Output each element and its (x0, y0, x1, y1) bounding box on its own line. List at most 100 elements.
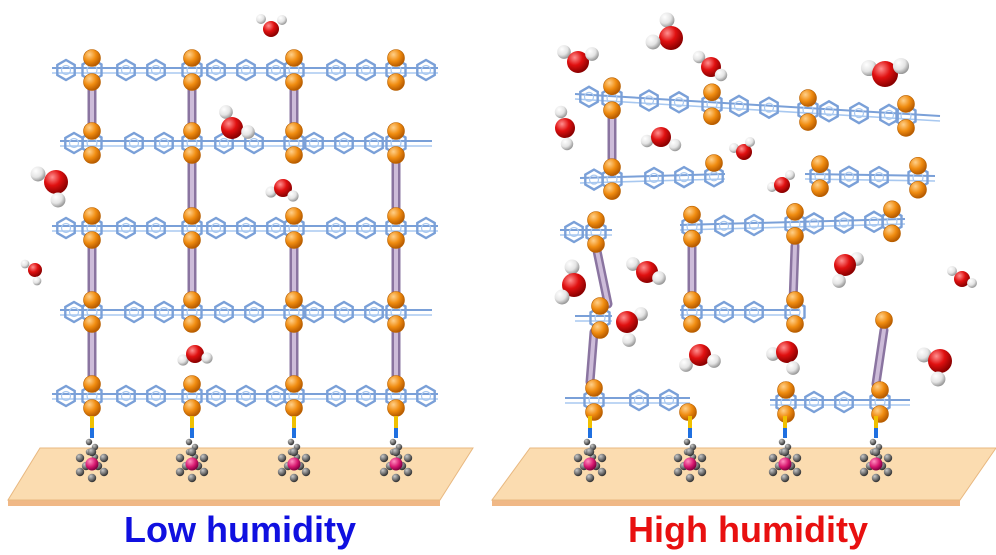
metal-atom (591, 297, 609, 315)
metal-atom (183, 315, 201, 333)
surface-anchor (673, 416, 707, 483)
hydrogen-atom (241, 125, 255, 139)
metal-atom (811, 179, 829, 198)
surface-anchor (75, 416, 109, 483)
oxygen-atom (659, 26, 683, 50)
substrate (7, 447, 474, 501)
substrate-side (492, 500, 960, 506)
metal-atom (786, 227, 804, 245)
metal-atom (591, 321, 609, 339)
water-molecule (692, 50, 728, 82)
hydrogen-atom (622, 333, 636, 347)
metal-atom (603, 77, 621, 96)
surface-anchor (175, 416, 209, 483)
hydrogen-atom (265, 186, 277, 198)
metal-atom (909, 180, 927, 199)
water-molecule (645, 12, 683, 50)
water-molecule (679, 344, 721, 372)
metal-atom (799, 89, 817, 107)
metal-atom (387, 73, 405, 91)
water-molecule (265, 179, 299, 202)
metal-atom (83, 315, 101, 333)
hydrogen-atom (707, 354, 721, 368)
hydrogen-atom (32, 276, 42, 286)
oxygen-atom (274, 179, 292, 197)
hydrogen-atom (560, 137, 574, 151)
metal-atom (285, 207, 303, 225)
hydrogen-atom (714, 68, 728, 82)
oxygen-atom (689, 344, 711, 366)
oxygen-atom (651, 127, 671, 147)
metal-atom (777, 381, 795, 399)
hydrogen-atom (947, 266, 957, 276)
metal-atom (183, 73, 201, 91)
linker-sheet (804, 155, 936, 199)
water-molecule (640, 127, 682, 152)
metal-atom (883, 224, 901, 243)
oxygen-atom (28, 263, 42, 277)
metal-atom (183, 146, 201, 164)
metal-atom (83, 146, 101, 164)
hydrogen-atom (832, 274, 846, 288)
metal-atom (786, 315, 804, 333)
hydrogen-atom (679, 358, 693, 372)
linker-sheet (560, 211, 612, 253)
metal-atom (786, 291, 804, 309)
water-molecule (832, 252, 864, 288)
metal-atom (799, 113, 817, 131)
metal-atom (83, 207, 101, 225)
high-humidity-panel (491, 77, 996, 506)
oxygen-atom (44, 170, 68, 194)
metal-atom (703, 83, 721, 102)
metal-atom (587, 211, 605, 229)
metal-atom (285, 73, 303, 91)
water-molecule (860, 57, 910, 87)
anchor-metal-atom (869, 457, 883, 471)
metal-atom (883, 200, 901, 219)
hydrogen-atom (50, 192, 66, 208)
metal-atom (603, 182, 621, 200)
low-humidity-label: Low humidity (124, 509, 356, 550)
metal-atom (387, 49, 405, 67)
oxygen-atom (736, 144, 752, 160)
metal-atom (183, 231, 201, 249)
water-molecule (20, 259, 42, 286)
water-molecule (557, 45, 599, 73)
metal-atom (387, 375, 405, 393)
anchor-metal-atom (778, 457, 792, 471)
water-molecule (729, 137, 755, 160)
surface-anchor (277, 416, 311, 483)
oxygen-atom (928, 349, 952, 373)
hydrogen-atom (692, 50, 706, 64)
hydrogen-atom (201, 352, 213, 364)
metal-atom (897, 95, 915, 113)
metal-atom (587, 235, 605, 253)
metal-atom (285, 291, 303, 309)
high-humidity-label: High humidity (628, 509, 868, 550)
metal-atom (875, 311, 893, 329)
metal-atom (83, 49, 101, 67)
water-molecule (616, 307, 648, 347)
metal-atom (285, 315, 303, 333)
metal-atom (603, 101, 621, 120)
water-molecule (30, 166, 68, 208)
metal-atom (83, 375, 101, 393)
hydrogen-atom (659, 12, 675, 28)
oxygen-atom (562, 273, 586, 297)
oxygen-atom (954, 271, 970, 287)
hydrogen-atom (645, 34, 661, 50)
oxygen-atom (872, 61, 898, 87)
metal-atom (83, 73, 101, 91)
metal-atom (285, 146, 303, 164)
linker-sheet (680, 291, 806, 333)
water-molecules (20, 12, 977, 387)
hydrogen-atom (256, 14, 266, 24)
metal-atom (683, 315, 701, 333)
oxygen-atom (221, 117, 243, 139)
anchor-metal-atom (185, 457, 199, 471)
linker-sheet (679, 200, 906, 248)
metal-atom (83, 231, 101, 249)
metal-atom (83, 122, 101, 140)
substrate-side (8, 500, 440, 506)
hydrogen-atom (177, 354, 189, 366)
